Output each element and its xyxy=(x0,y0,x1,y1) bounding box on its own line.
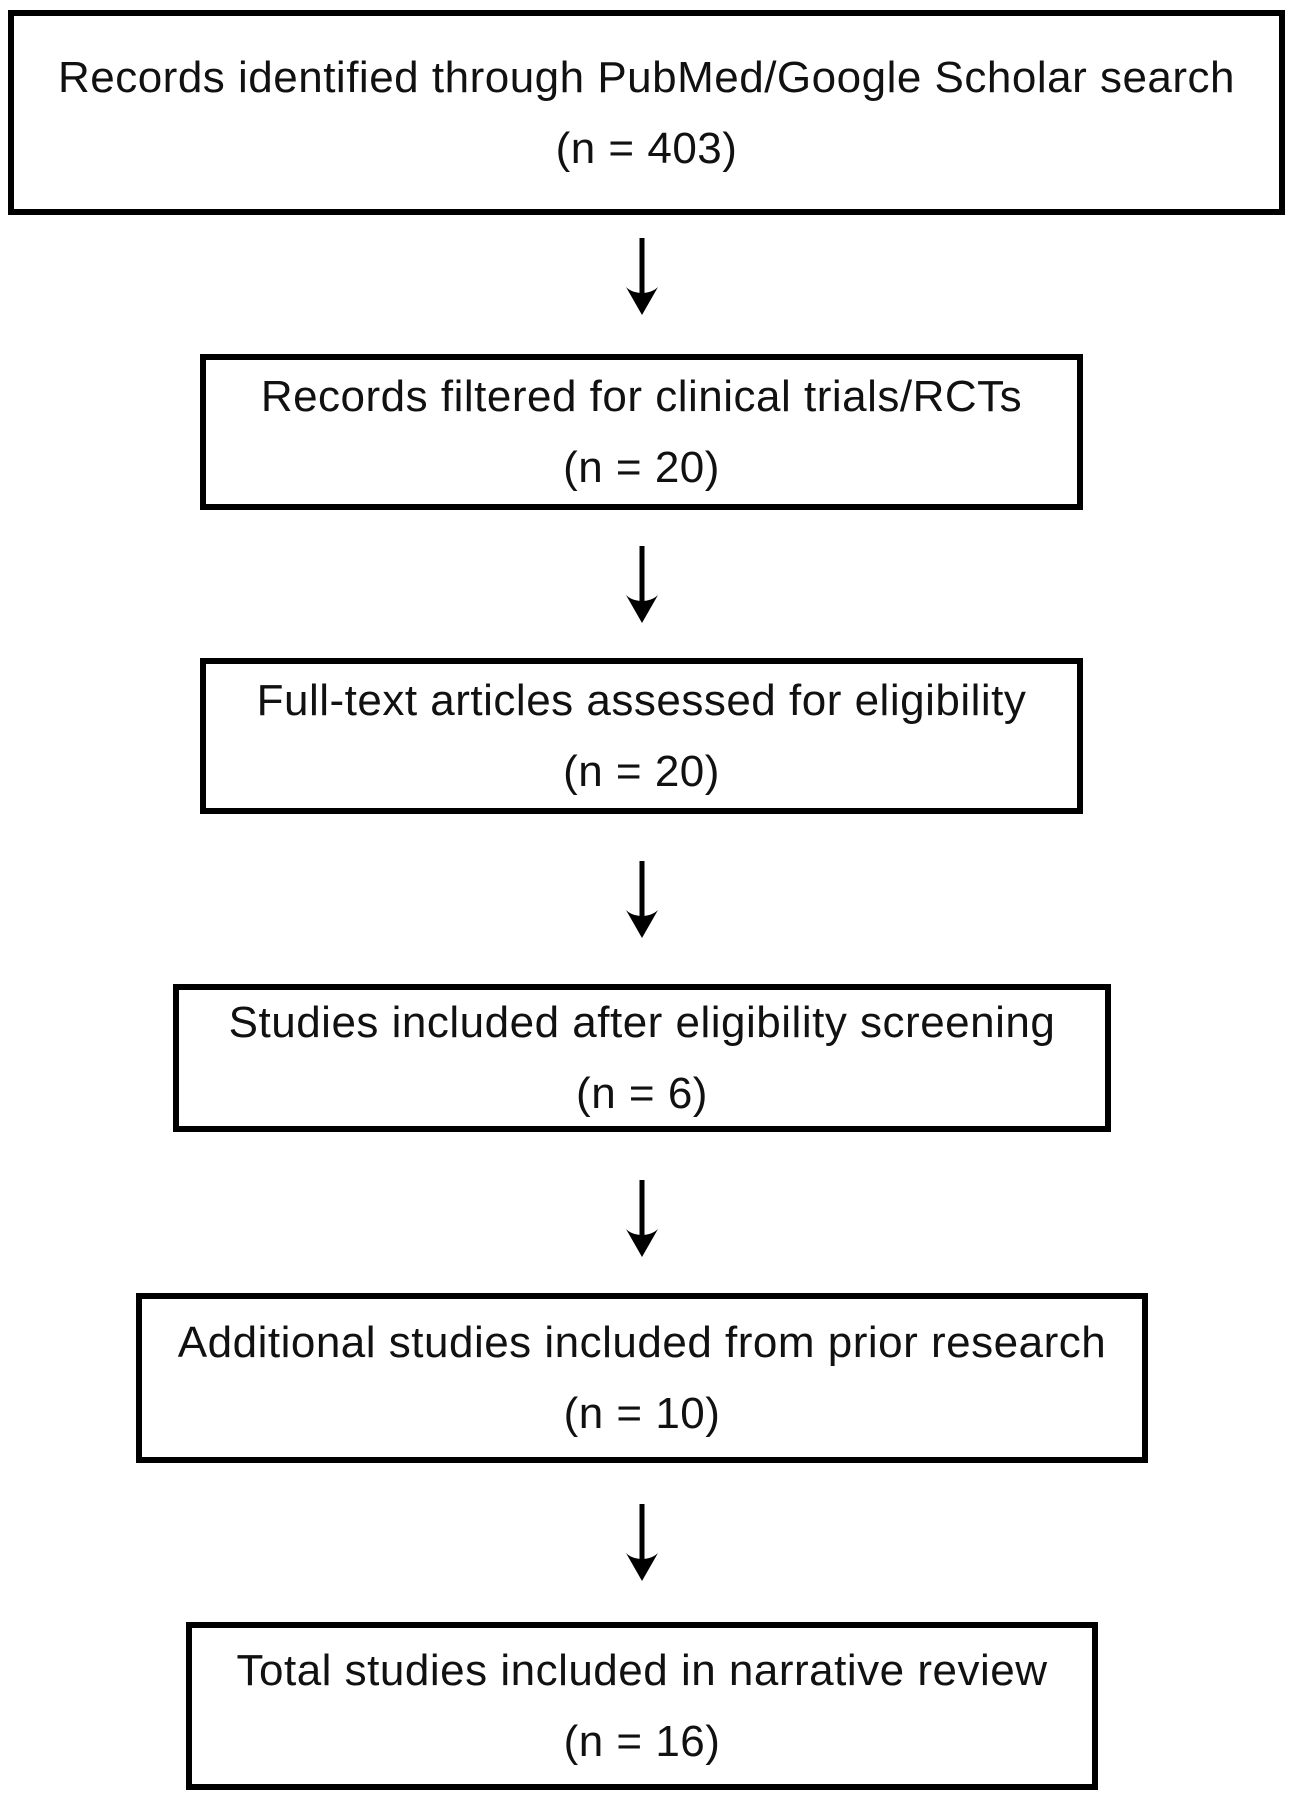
down-arrow-icon xyxy=(626,546,658,623)
step-label: Records filtered for clinical trials/RCT… xyxy=(260,372,1023,421)
down-arrow-icon xyxy=(626,1504,658,1581)
flow-step-box-filtered: Records filtered for clinical trials/RCT… xyxy=(200,354,1083,510)
down-arrow-icon xyxy=(626,1180,658,1257)
down-arrow-icon xyxy=(626,861,658,938)
down-arrow-icon xyxy=(626,238,658,315)
step-count: (n = 10) xyxy=(563,1389,721,1438)
step-label: Studies included after eligibility scree… xyxy=(228,998,1056,1047)
flow-step-box-fulltext: Full-text articles assessed for eligibil… xyxy=(200,658,1083,814)
step-label: Additional studies included from prior r… xyxy=(177,1318,1107,1367)
flow-step-box-additional-studies: Additional studies included from prior r… xyxy=(136,1293,1148,1463)
step-label: Total studies included in narrative revi… xyxy=(236,1646,1048,1695)
step-count: (n = 403) xyxy=(555,123,738,173)
step-count: (n = 6) xyxy=(576,1069,708,1118)
step-label: Full-text articles assessed for eligibil… xyxy=(256,676,1027,725)
step-count: (n = 20) xyxy=(563,443,720,492)
flow-step-box-eligibility-screening: Studies included after eligibility scree… xyxy=(173,984,1111,1132)
step-label: Records identified through PubMed/Google… xyxy=(57,52,1236,102)
step-count: (n = 16) xyxy=(563,1717,721,1766)
flow-step-box-identification: Records identified through PubMed/Google… xyxy=(8,10,1285,215)
flow-step-box-total-included: Total studies included in narrative revi… xyxy=(186,1622,1098,1790)
step-count: (n = 20) xyxy=(563,747,720,796)
